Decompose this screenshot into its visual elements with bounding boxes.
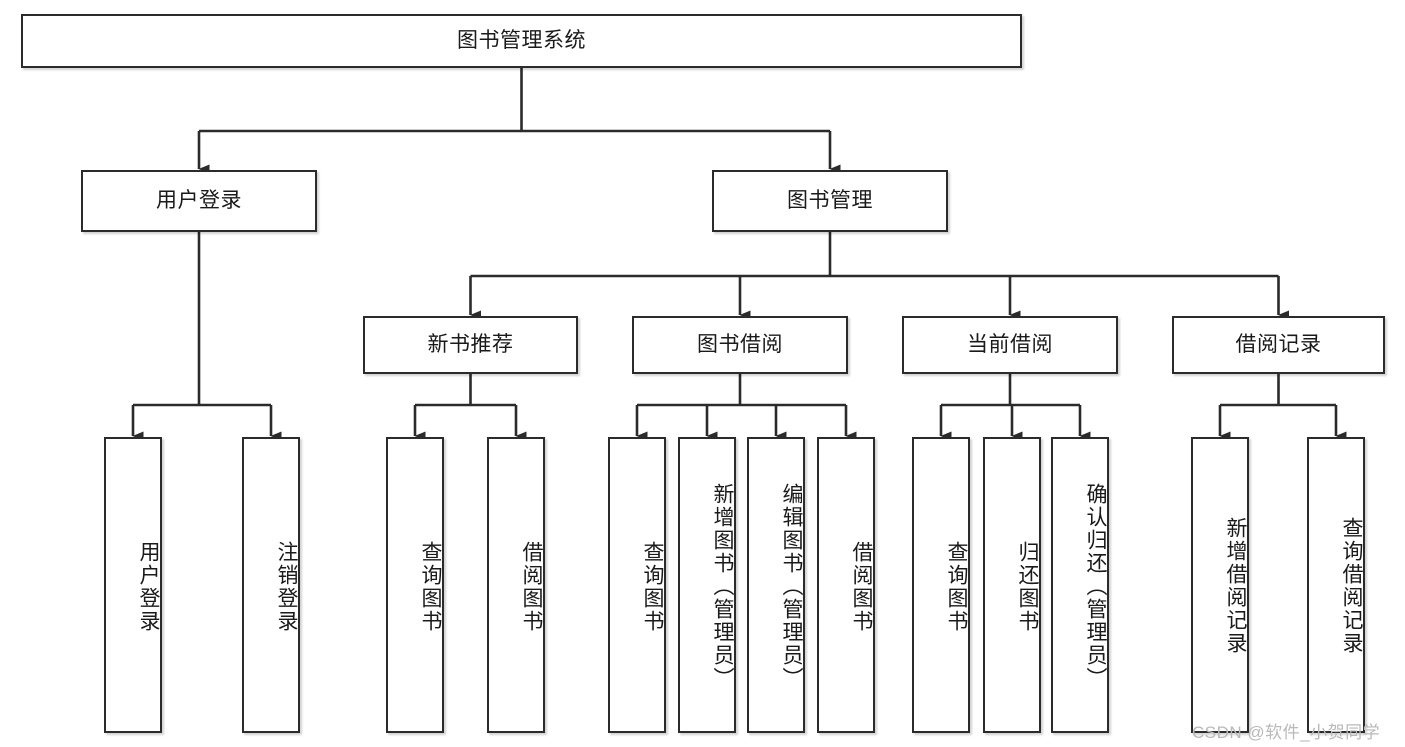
node-label-leaf-cb-confirm-return: 确认归还（管理员）: [1084, 482, 1107, 690]
node-label-root: 图书管理系统: [457, 29, 586, 53]
node-label-leaf-bb-add-book: 新增图书（管理员）: [711, 482, 734, 690]
node-leaf-bb-query-book[interactable]: 查询图书: [608, 437, 666, 733]
node-label-book-borrow: 图书借阅: [697, 333, 783, 357]
node-root[interactable]: 图书管理系统: [21, 14, 1022, 68]
node-label-leaf-bb-edit-book: 编辑图书（管理员）: [780, 482, 803, 690]
node-label-new-book-recommend: 新书推荐: [427, 333, 514, 357]
node-label-leaf-br-query-record: 查询借阅记录: [1340, 517, 1363, 655]
node-label-borrow-record: 借阅记录: [1235, 333, 1322, 357]
node-borrow-record[interactable]: 借阅记录: [1172, 316, 1385, 374]
node-leaf-bb-add-book[interactable]: 新增图书（管理员）: [678, 437, 736, 733]
node-new-book-recommend[interactable]: 新书推荐: [363, 316, 578, 374]
node-label-leaf-rec-query-book: 查询图书: [419, 541, 442, 633]
node-label-leaf-bb-borrow-book: 借阅图书: [850, 541, 873, 633]
node-leaf-rec-query-book[interactable]: 查询图书: [386, 437, 444, 733]
node-label-leaf-cb-return-book: 归还图书: [1016, 541, 1039, 633]
node-label-leaf-user-login: 用户登录: [137, 541, 160, 633]
node-leaf-br-query-record[interactable]: 查询借阅记录: [1307, 437, 1365, 733]
node-leaf-cb-query-book[interactable]: 查询图书: [912, 437, 970, 733]
connector-group: [131, 68, 1347, 441]
node-leaf-bb-borrow-book[interactable]: 借阅图书: [817, 437, 875, 733]
node-current-borrow[interactable]: 当前借阅: [902, 316, 1118, 374]
node-leaf-user-logout[interactable]: 注销登录: [242, 437, 300, 733]
node-label-user-login: 用户登录: [156, 189, 242, 213]
node-leaf-cb-confirm-return[interactable]: 确认归还（管理员）: [1051, 437, 1109, 733]
node-user-login[interactable]: 用户登录: [81, 170, 317, 232]
node-label-current-borrow: 当前借阅: [967, 333, 1053, 357]
node-label-leaf-cb-query-book: 查询图书: [945, 541, 968, 633]
node-leaf-rec-borrow-book[interactable]: 借阅图书: [487, 437, 545, 733]
node-leaf-br-add-record[interactable]: 新增借阅记录: [1191, 437, 1249, 733]
node-leaf-bb-edit-book[interactable]: 编辑图书（管理员）: [747, 437, 805, 733]
node-book-borrow[interactable]: 图书借阅: [632, 316, 848, 374]
node-label-book-manage: 图书管理: [787, 189, 873, 213]
node-label-leaf-user-logout: 注销登录: [275, 541, 298, 633]
node-book-manage[interactable]: 图书管理: [712, 170, 948, 232]
node-label-leaf-rec-borrow-book: 借阅图书: [520, 541, 543, 633]
node-leaf-user-login[interactable]: 用户登录: [104, 437, 162, 733]
node-label-leaf-bb-query-book: 查询图书: [641, 541, 664, 633]
node-label-leaf-br-add-record: 新增借阅记录: [1224, 517, 1247, 655]
node-leaf-cb-return-book[interactable]: 归还图书: [983, 437, 1041, 733]
